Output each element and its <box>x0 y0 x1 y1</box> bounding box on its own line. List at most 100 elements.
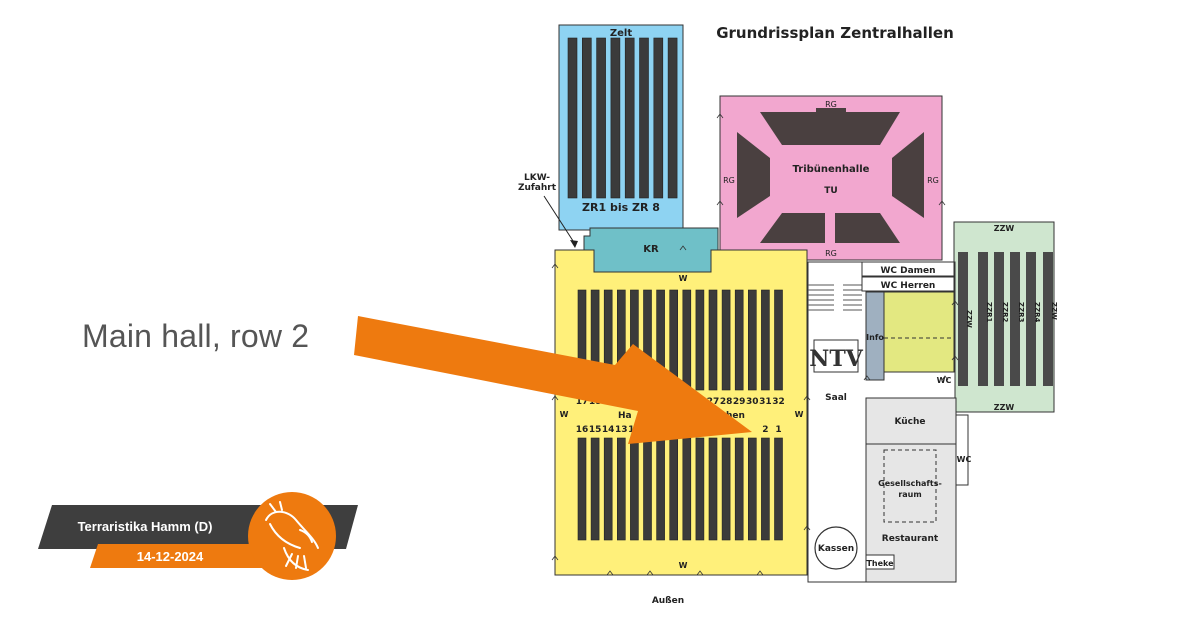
main-hall-upper-number: 17 <box>576 397 589 407</box>
zzr3-label: ZZR3 <box>1017 302 1025 323</box>
main-hall-row-upper-28 <box>721 289 731 391</box>
stairs-left <box>808 284 834 311</box>
tent-row-4 <box>610 37 621 199</box>
right-hall-row-4 <box>1026 252 1036 386</box>
truck-access: LKW- Zufahrt <box>518 173 578 248</box>
main-hall-row-lower-14 <box>603 437 613 541</box>
main-hall-lower-number: 13 <box>615 425 628 435</box>
tent-row-5 <box>624 37 635 199</box>
tent-row-2 <box>581 37 592 199</box>
tent-row-7 <box>653 37 664 199</box>
stairs-right <box>843 284 862 311</box>
event-badge: Terraristika Hamm (D) 14-12-2024 <box>38 492 358 580</box>
service-area: WC Damen WC Herren Info WC NTV Saal Küch… <box>807 261 972 583</box>
zzw-left: ZZW <box>965 310 973 328</box>
ntv-logo <box>813 339 859 373</box>
callout-arrow <box>354 316 752 444</box>
main-hall: W W W W 17181920272829303132 16151413121… <box>554 249 808 576</box>
right-hall-row-right <box>1043 252 1053 386</box>
main-hall-row-upper-29 <box>734 289 744 391</box>
main-hall-row-upper-32 <box>774 289 783 391</box>
wc-label-upper: WC <box>937 376 952 385</box>
tent-row-6 <box>639 37 649 199</box>
info-label: Info <box>866 333 884 342</box>
svg-text:NTV: NTV <box>809 346 863 372</box>
zzw-right: ZZW <box>1050 302 1058 320</box>
right-hall-row-left <box>958 252 968 386</box>
zzw-bottom: ZZW <box>994 403 1015 412</box>
main-hall-row-lower-13 <box>616 437 626 541</box>
main-hall-row-upper-27 <box>708 289 718 391</box>
main-hall-upper-number: 27 <box>707 397 720 407</box>
wc-herren-label: WC Herren <box>881 281 936 291</box>
badge-date: 14-12-2024 <box>137 549 204 564</box>
rg-right: RG <box>927 176 939 185</box>
gesellschaftsraum-line2: raum <box>898 490 921 499</box>
truck-access-line2: Zufahrt <box>518 183 557 193</box>
truck-access-line1: LKW- <box>524 173 550 183</box>
right-hall: ZZW ZZW ZZW ZZR1 ZZR2 ZZR3 ZZR4 ZZW <box>953 221 1058 413</box>
main-hall-w-right: W <box>795 410 804 419</box>
main-hall-row-lower-11 <box>643 437 652 541</box>
right-hall-row-2 <box>994 252 1004 386</box>
main-hall-row-lower-7 <box>695 437 705 541</box>
restaurant-label: Restaurant <box>882 534 939 544</box>
main-hall-row-upper-30 <box>747 289 757 391</box>
zzr1-label: ZZR1 <box>985 302 993 323</box>
main-hall-row-upper-25 <box>682 289 692 391</box>
saal-label: Saal <box>825 393 847 403</box>
main-hall-row-lower-16 <box>577 437 587 541</box>
grandstand-hall: Tribünenhalle TU RG RG RG RG <box>719 95 943 261</box>
main-hall-row-lower-15 <box>590 437 600 541</box>
gesellschaftsraum-line1: Gesellschafts- <box>878 479 942 488</box>
main-hall-row-lower-4 <box>734 437 744 541</box>
zzr4-label: ZZR4 <box>1033 302 1041 323</box>
main-hall-row-upper-26 <box>695 289 705 391</box>
tent-hall: Zelt ZR1 bis ZR 8 <box>558 24 684 231</box>
gecko-hand-icon <box>265 501 319 571</box>
tent-title: Zelt <box>610 28 632 39</box>
rg-left: RG <box>723 176 735 185</box>
tent-row-1 <box>567 37 578 199</box>
main-hall-row-lower-8 <box>682 437 692 541</box>
badge-logo-circle <box>248 492 336 580</box>
main-hall-upper-number: 28 <box>720 397 733 407</box>
grandstand-title: Tribünenhalle <box>793 164 870 175</box>
rg-top: RG <box>825 100 837 109</box>
main-hall-upper-number: 31 <box>759 397 772 407</box>
wc-label-lower: WC <box>957 455 972 464</box>
main-hall-w-bottom: W <box>679 561 688 570</box>
rg-bottom: RG <box>825 249 837 258</box>
main-hall-row-lower-10 <box>656 437 665 541</box>
main-hall-row-lower-2 <box>761 437 770 541</box>
main-hall-row-lower-3 <box>747 437 757 541</box>
main-hall-lower-number: 1 <box>775 425 781 435</box>
main-hall-word-1: Ha <box>618 411 632 421</box>
tent-range: ZR1 bis ZR 8 <box>582 201 660 214</box>
main-hall-lower-number: 14 <box>602 425 615 435</box>
kr-area: KR <box>583 227 719 273</box>
main-hall-w-left: W <box>560 410 569 419</box>
main-hall-row-lower-12 <box>630 437 639 541</box>
tent-row-8 <box>667 37 678 199</box>
right-hall-row-1 <box>978 252 988 386</box>
zzw-top: ZZW <box>994 224 1015 233</box>
kr-label: KR <box>643 244 659 255</box>
main-hall-w-top: W <box>679 274 688 283</box>
main-hall-word-2: hen <box>726 411 745 421</box>
zzr2-label: ZZR2 <box>1001 302 1009 323</box>
main-hall-upper-number: 30 <box>746 397 759 407</box>
main-hall-row-lower-9 <box>669 437 679 541</box>
main-hall-row-upper-31 <box>761 289 770 391</box>
grandstand-code: TU <box>824 186 837 196</box>
wc-damen-label: WC Damen <box>880 266 935 276</box>
outside-label: Außen <box>652 596 684 606</box>
info-area <box>883 291 955 373</box>
main-hall-lower-number: 15 <box>589 425 602 435</box>
main-hall-row-lower-5 <box>721 437 731 541</box>
kueche-label: Küche <box>894 417 925 427</box>
tent-row-3 <box>596 37 606 199</box>
main-hall-row-lower-6 <box>708 437 718 541</box>
main-hall-lower-number: 16 <box>576 425 589 435</box>
